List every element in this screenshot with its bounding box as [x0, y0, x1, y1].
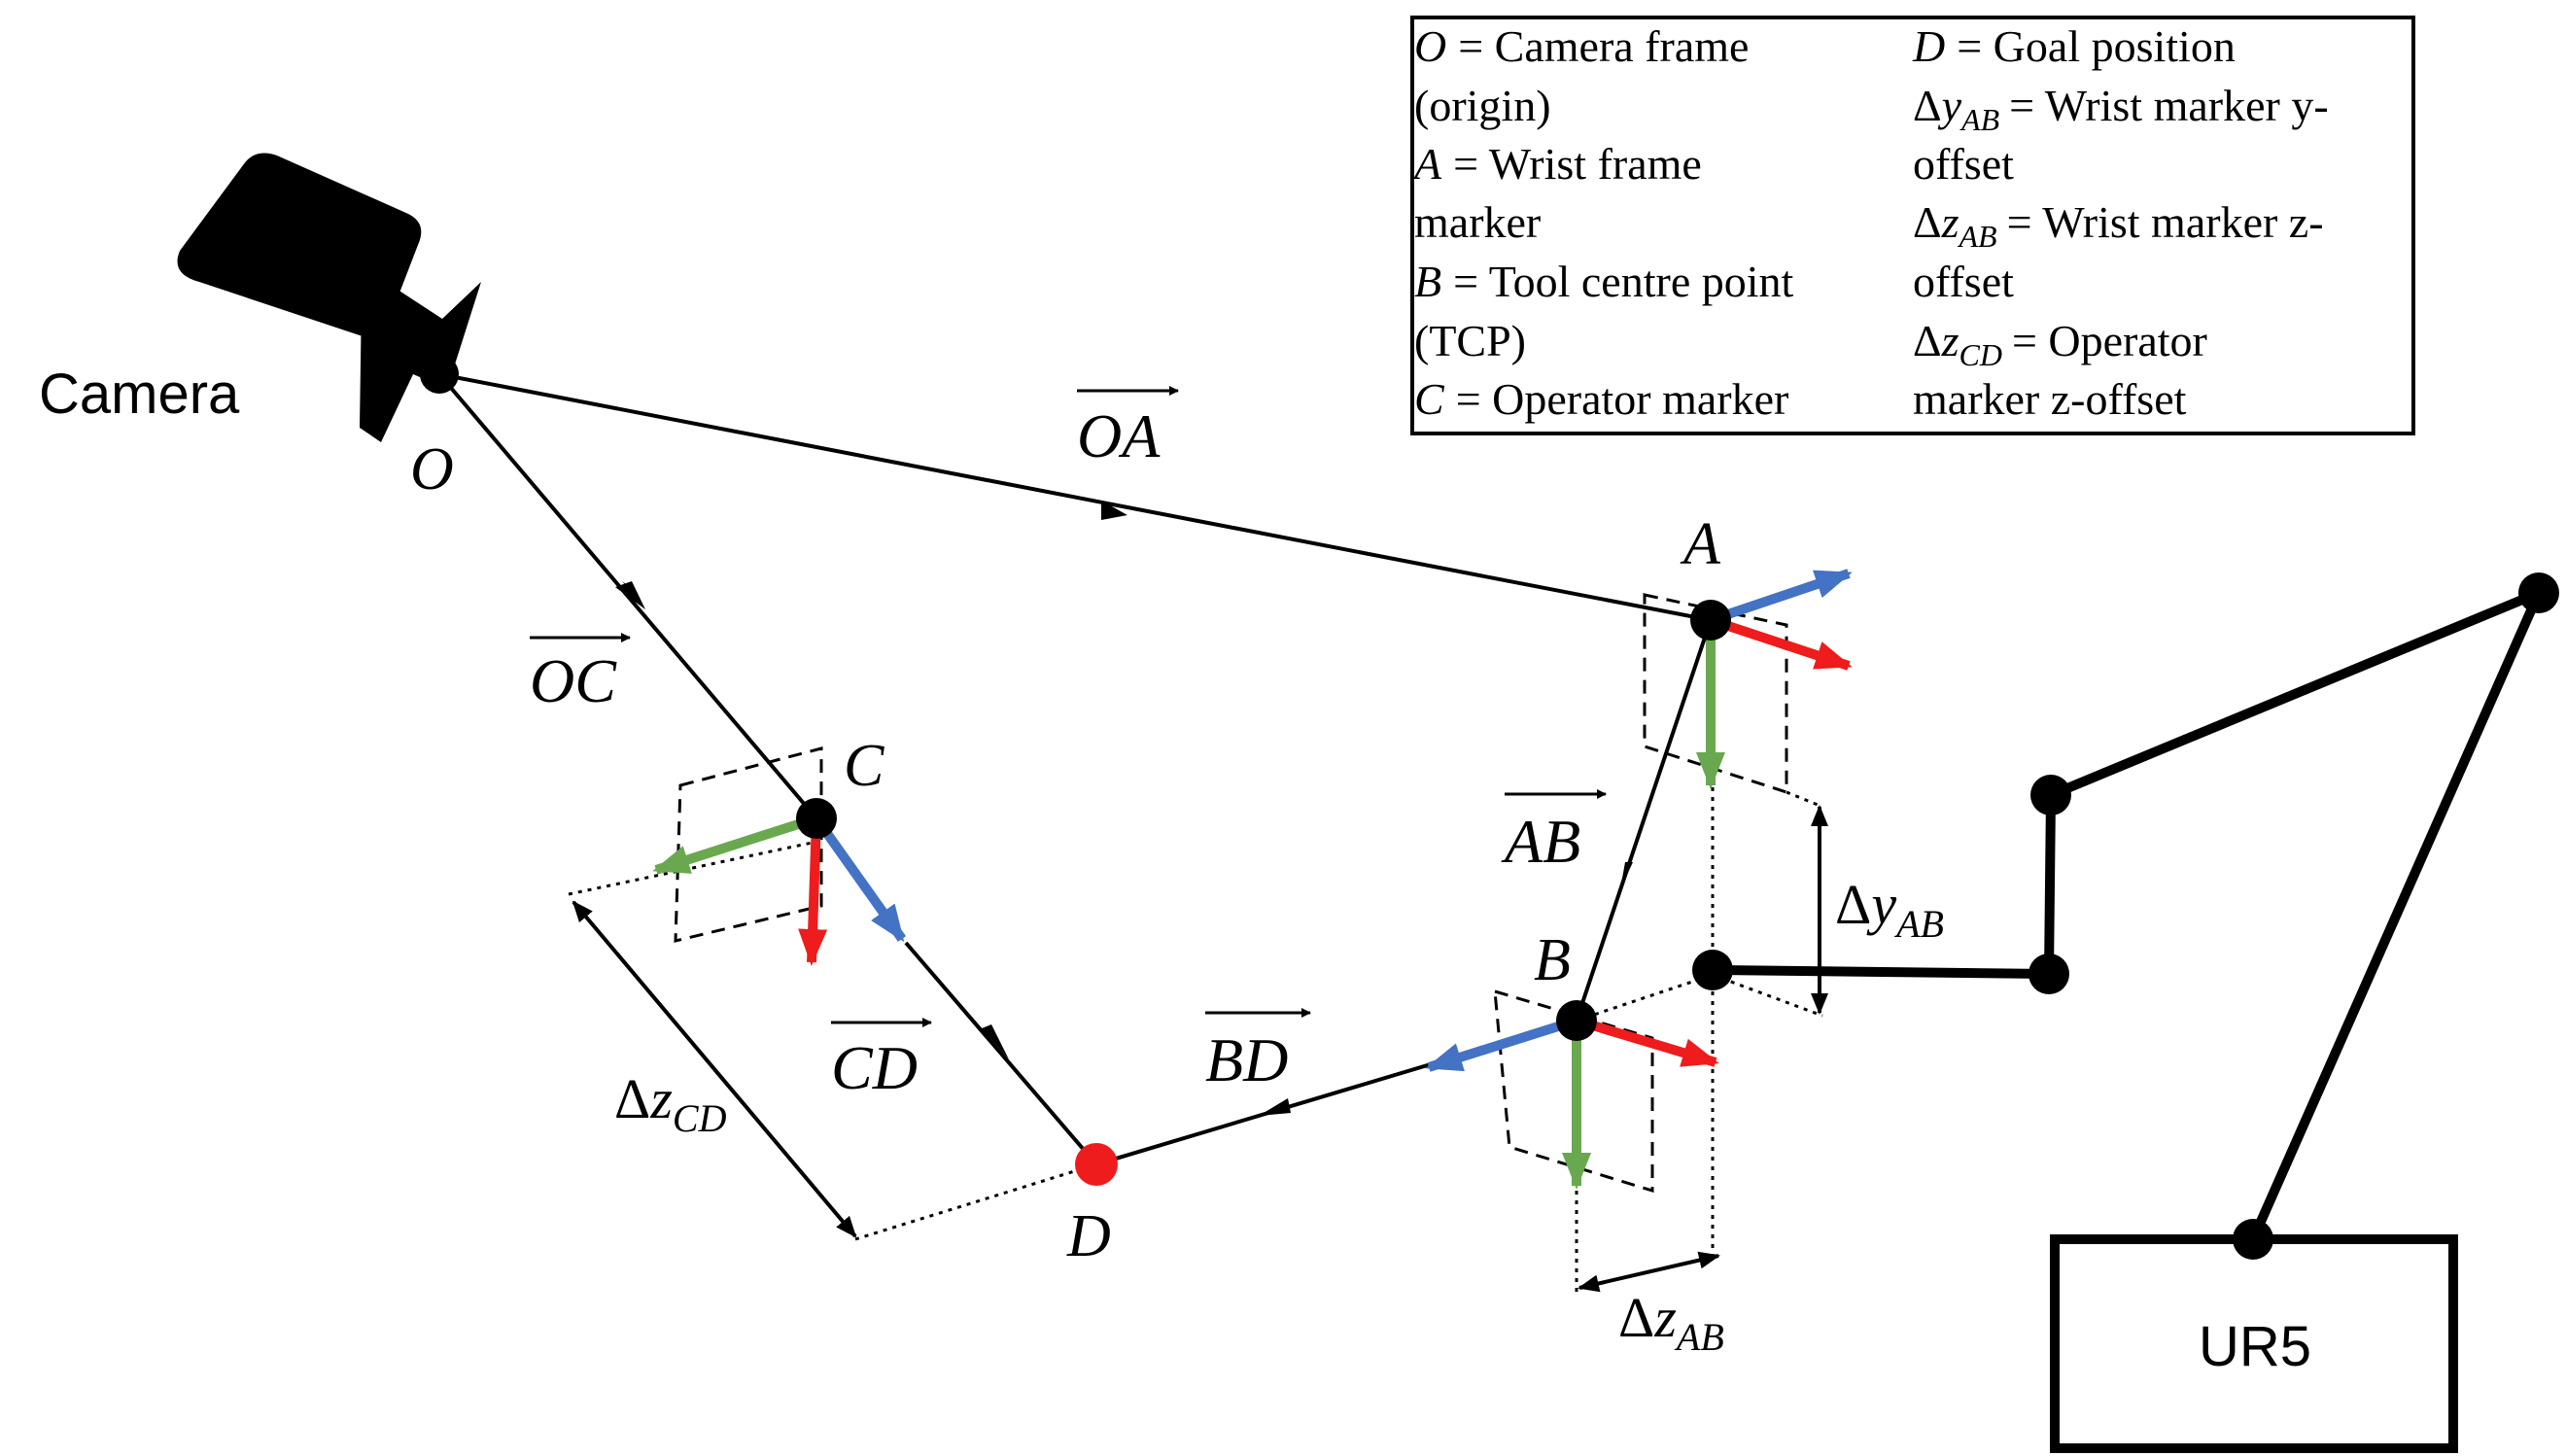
point-d-label: D	[1066, 1203, 1111, 1269]
arrowhead-cd	[982, 1024, 1009, 1059]
legend-dzcd-line1: ΔzCD= Operator	[1913, 316, 2207, 372]
frame-a-x-axis	[1709, 615, 1853, 671]
camera-icon	[177, 153, 481, 442]
vector-line-oa	[438, 372, 1712, 622]
frame-c-x-axis	[798, 817, 828, 966]
offset-guide-lines	[568, 758, 1823, 1293]
point-c	[796, 798, 837, 839]
legend-a-line1: A= Wrist frame	[1411, 139, 1702, 189]
offset-label-dz-cd: ΔzCD	[614, 1067, 727, 1140]
legend-dzab-line1: ΔzAB= Wrist marker z-	[1913, 197, 2324, 254]
arrowhead-oc	[615, 581, 645, 609]
vector-line-ab	[1575, 619, 1713, 1022]
legend-b-line1: B= Tool centre point	[1414, 257, 1794, 306]
svg-text:AB: AB	[1501, 807, 1580, 876]
vector-line-cd	[904, 941, 1098, 1166]
legend-o-line1: O= Camera frame	[1414, 21, 1749, 71]
legend-dzcd-line2: marker z-offset	[1913, 374, 2187, 424]
legend-dzab-line2: offset	[1913, 257, 2014, 306]
legend-dyab-line2: offset	[1913, 139, 2014, 189]
svg-text:BD: BD	[1205, 1025, 1288, 1094]
legend-d-line1: D= Goal position	[1912, 21, 2236, 71]
dimension-dz-cd	[572, 900, 857, 1238]
svg-text:OA: OA	[1077, 401, 1161, 470]
arrowhead-bd	[1259, 1098, 1291, 1116]
frame-b-x-axis	[1575, 1016, 1719, 1067]
point-a-label: A	[1680, 511, 1721, 577]
point-o	[420, 355, 459, 394]
frame-b-z-axis	[1425, 1016, 1578, 1072]
vector-label-bd: BD	[1205, 1008, 1311, 1094]
camera-label: Camera	[39, 363, 240, 426]
offset-label-dy-ab: ΔyAB	[1835, 873, 1944, 946]
point-b	[1556, 1000, 1597, 1041]
point-c-label: C	[844, 733, 884, 799]
robot-base-box	[2050, 1234, 2458, 1453]
frame-a-z-axis	[1709, 569, 1853, 625]
vector-label-ab: AB	[1501, 789, 1607, 876]
goal-point-d	[1075, 1143, 1118, 1186]
frame-c-y-axis	[652, 814, 818, 875]
legend-a-line2: marker	[1414, 197, 1541, 247]
vector-label-oa: OA	[1077, 386, 1179, 470]
marker-plane-b	[1493, 988, 1654, 1194]
dimension-dz-ab	[1578, 1251, 1720, 1293]
legend-o-line2: (origin)	[1414, 81, 1551, 130]
svg-text:OC: OC	[530, 646, 617, 715]
arrowhead-ab	[1620, 862, 1633, 889]
point-a	[1690, 600, 1731, 641]
legend-c-line1: C= Operator marker	[1414, 374, 1788, 424]
legend-b-line2: (TCP)	[1414, 316, 1526, 365]
point-o-label: O	[410, 436, 454, 503]
frame-c-z-axis	[812, 815, 907, 943]
legend-box: O= Camera frame (origin) A= Wrist frame …	[1410, 16, 2415, 435]
robot-base-label: UR5	[2199, 1315, 2311, 1378]
offset-label-dz-ab: ΔzAB	[1618, 1286, 1724, 1359]
vector-label-oc: OC	[530, 633, 631, 715]
robot-joints	[1692, 572, 2559, 1260]
legend-dyab-line1: ΔyAB= Wrist marker y-	[1913, 81, 2329, 137]
svg-text:CD: CD	[831, 1033, 918, 1102]
arrowhead-oa	[1101, 501, 1127, 520]
vector-label-cd: CD	[831, 1018, 932, 1102]
point-b-label: B	[1534, 927, 1571, 993]
